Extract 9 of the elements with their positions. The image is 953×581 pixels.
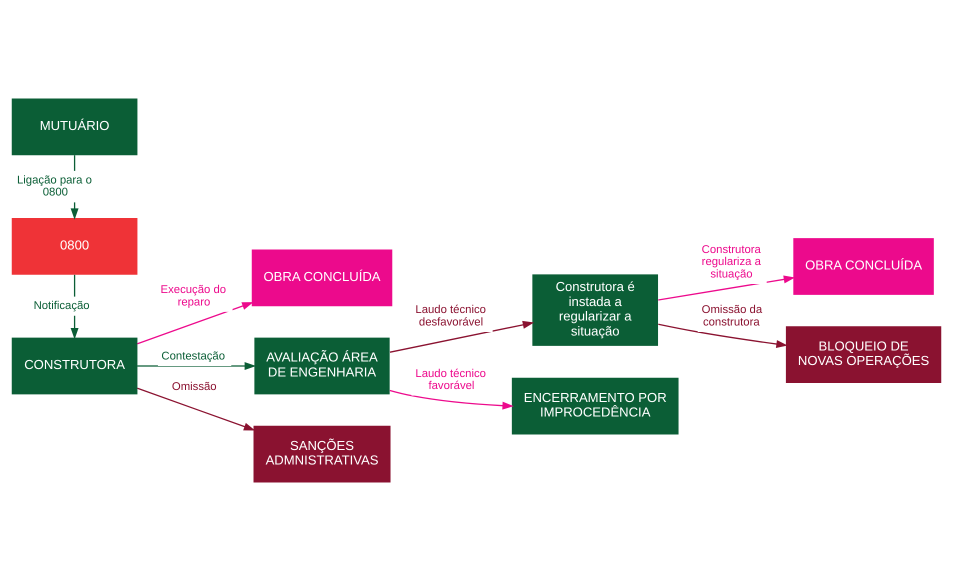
edge-label: Laudo técnico desfavorável bbox=[415, 304, 486, 328]
edge-label: Contestação bbox=[161, 350, 226, 362]
edge-label: Omissão da construtora bbox=[702, 304, 762, 328]
edge-label: Ligação para o 0800 bbox=[16, 174, 92, 199]
edge-label: Notificação bbox=[34, 300, 90, 312]
edge-label: Execução do reparo bbox=[160, 284, 226, 308]
edge-label: Omissão bbox=[172, 380, 217, 393]
edge-label: Construtora regulariza a situação bbox=[702, 244, 761, 280]
edge-label: Laudo técnico favorável bbox=[415, 368, 486, 392]
